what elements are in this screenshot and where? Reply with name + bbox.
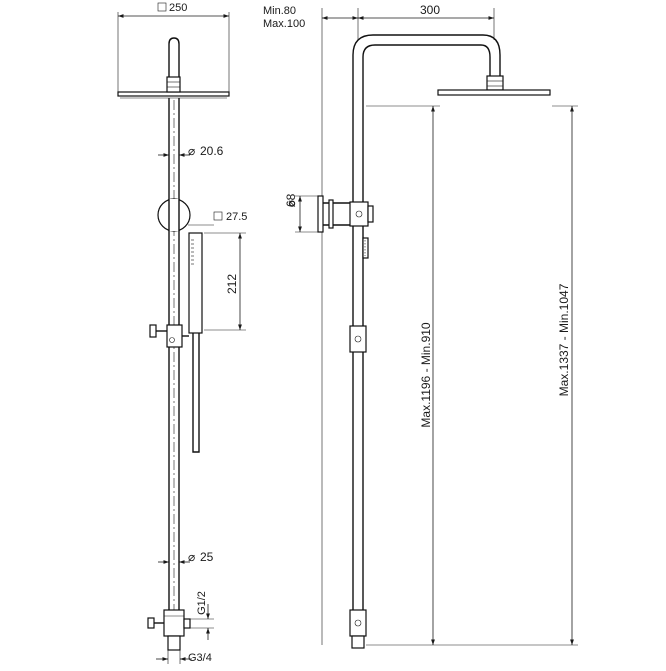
- wall-plate: [317, 195, 324, 233]
- rain-head-side: [437, 89, 551, 96]
- bracket-diameter-label: 68: [284, 193, 298, 207]
- diameter-symbol-icon: ⌀: [188, 550, 195, 564]
- bottom-inlet-body: [163, 609, 185, 637]
- head-connector: [166, 76, 181, 93]
- pipe-diameter-upper-label: 20.6: [200, 144, 224, 158]
- hand-shower-nozzles: [191, 239, 194, 265]
- shower-arm-outer: [352, 34, 501, 640]
- square-symbol-icon: [157, 2, 167, 12]
- bracket-lever: [367, 205, 374, 223]
- bracket-collar: [328, 199, 334, 229]
- diverter-block: [166, 324, 183, 348]
- height-total-label: Max.1337 - Min.1047: [557, 283, 571, 396]
- diverter-side-knob-icon: [354, 335, 362, 343]
- bottom-connector-side: [351, 635, 365, 649]
- bracket-mask: [169, 199, 179, 231]
- diverter-detail: [169, 337, 175, 343]
- bracket-screw-icon: [355, 210, 363, 218]
- hand-shower-hose: [192, 333, 200, 453]
- head-connector-side: [486, 75, 504, 91]
- height-mid-label: Max.1196 - Min.910: [419, 322, 433, 427]
- bottom-inlet-side: [349, 609, 367, 637]
- inlet-nipple: [183, 618, 191, 629]
- bracket-clamp: [349, 201, 369, 227]
- bottom-connector: [167, 635, 181, 651]
- shower-arm-inner: [362, 44, 491, 640]
- square-symbol-icon: [213, 211, 223, 221]
- hand-shower: [188, 232, 203, 334]
- diverter-side: [349, 325, 367, 353]
- head-size-label: 250: [169, 2, 187, 14]
- bottom-knob: [147, 617, 155, 629]
- pipe-diameter-lower-label: 25: [200, 550, 214, 564]
- diameter-symbol-icon: ⌀: [188, 144, 195, 158]
- holder-side: [362, 237, 369, 259]
- bottom-inlet-knob-icon: [354, 619, 362, 627]
- diameter-symbol-icon: ⌀: [284, 200, 298, 207]
- thread-inlet-label: G1/2: [196, 591, 208, 615]
- side-view: Min.80 Max.100 300 ⌀ 68: [263, 3, 578, 649]
- arm-top-front: [168, 37, 180, 77]
- handshower-size-label: 27.5: [226, 211, 247, 223]
- front-view: 250 ⌀ 20.6 27.5: [117, 2, 247, 664]
- diverter-knob: [149, 324, 157, 338]
- arm-length-label: 300: [420, 3, 440, 17]
- handshower-length-label: 212: [225, 274, 239, 294]
- wall-distance-max-label: Max.100: [263, 18, 305, 30]
- thread-bottom-label: G3/4: [188, 652, 212, 664]
- wall-distance-min-label: Min.80: [263, 5, 296, 17]
